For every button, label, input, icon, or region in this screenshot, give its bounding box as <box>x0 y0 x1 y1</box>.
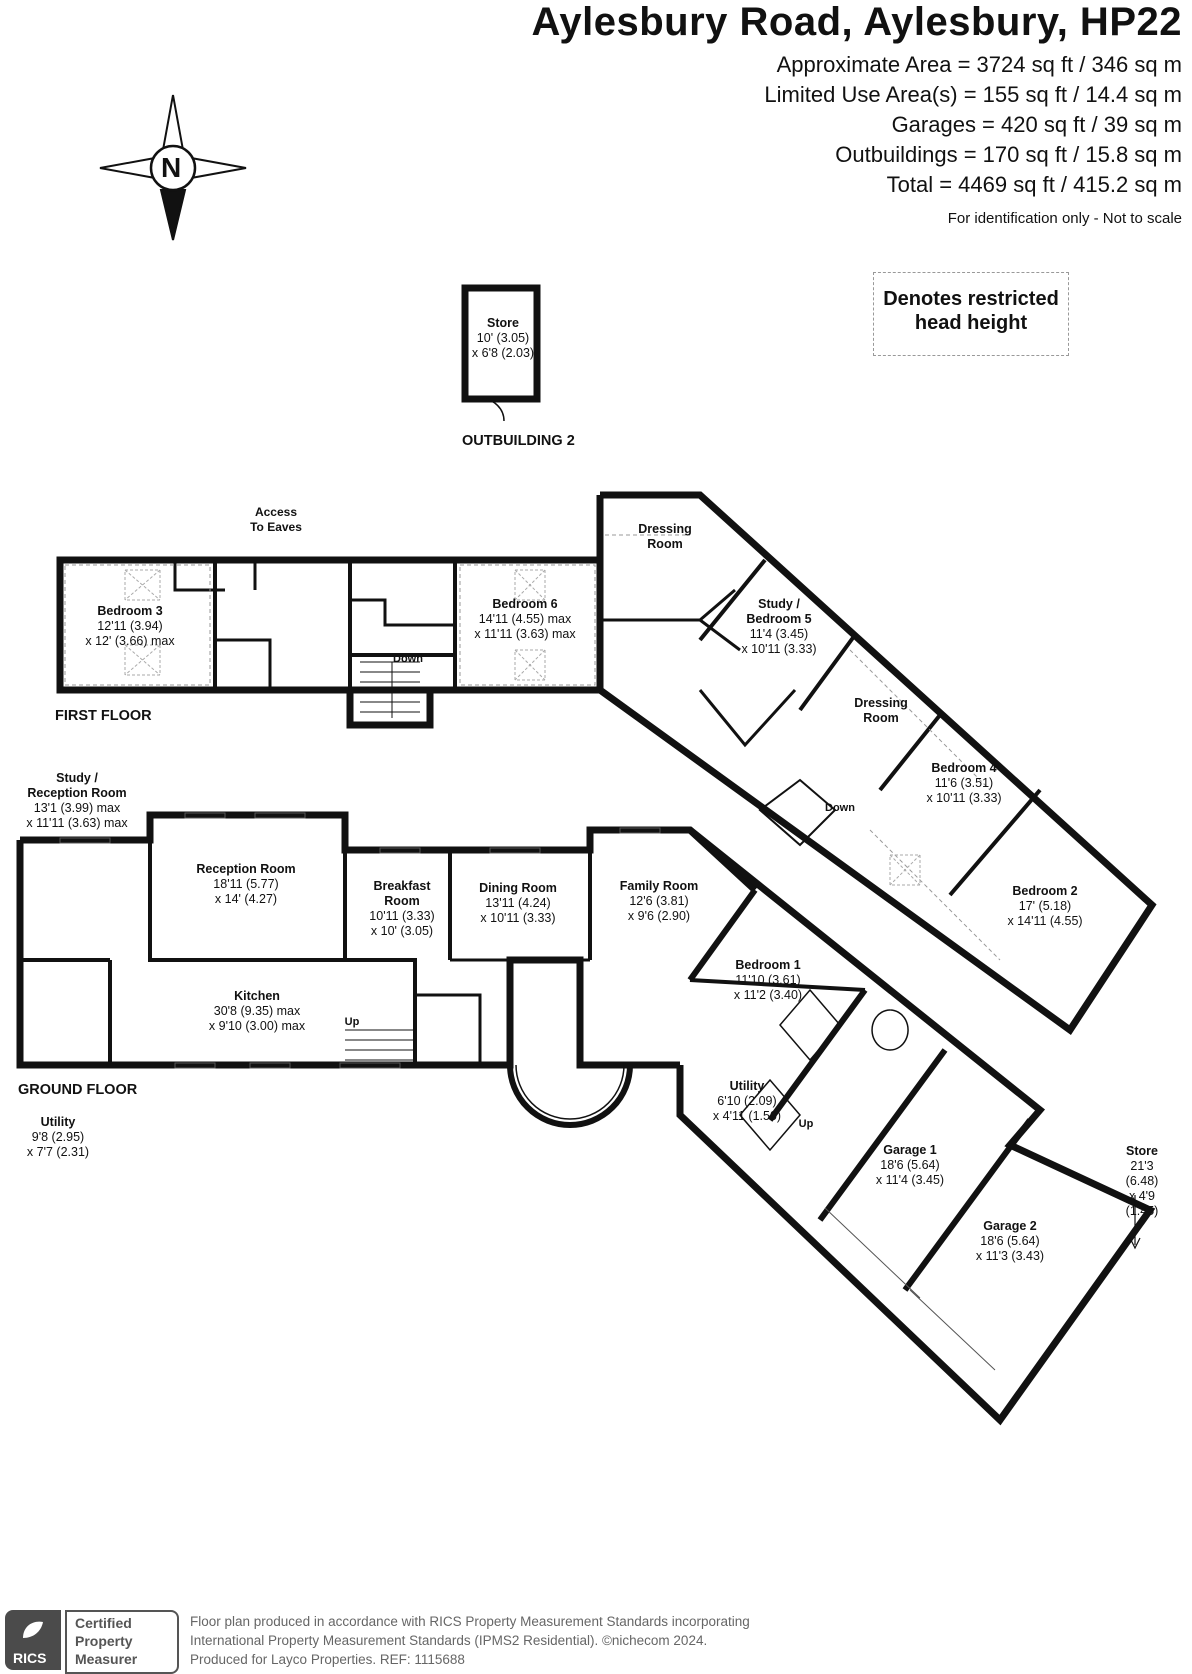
room-dims: 21'3 (6.48) x 4'9 (1.45) <box>1125 1159 1159 1218</box>
room-dims: 12'11 (3.94) x 12' (3.66) max <box>85 619 175 648</box>
ground-floor-plan <box>16 811 1156 1426</box>
stairs-down-label-2: Down <box>825 802 855 814</box>
room-dims: 10' (3.05) x 6'8 (2.03) <box>471 331 535 360</box>
stairs-up-label-2: Up <box>798 1118 814 1130</box>
floor-label-ground: GROUND FLOOR <box>18 1082 138 1098</box>
outbuilding-store <box>461 284 541 422</box>
room-label-utility-ground: Utility 9'8 (2.95) x 7'7 (2.31) <box>27 1115 89 1160</box>
room-label-garage-2: Garage 2 18'6 (5.64) x 11'3 (3.43) <box>976 1219 1044 1264</box>
room-label-family: Family Room 12'6 (3.81) x 9'6 (2.90) <box>620 879 699 924</box>
room-name: Store <box>487 316 519 330</box>
room-name: Bedroom 3 <box>97 604 163 618</box>
rics-badge-text: RICS <box>13 1650 47 1666</box>
floor-label-outbuilding: OUTBUILDING 2 <box>462 433 575 449</box>
rics-leaf-icon <box>23 1621 43 1638</box>
room-name: Bedroom 1 <box>735 958 801 972</box>
room-name: Utility <box>729 1079 765 1093</box>
room-name: Reception Room <box>196 862 296 876</box>
room-dims: 18'6 (5.64) x 11'4 (3.45) <box>875 1158 945 1187</box>
access-to-eaves-label: Access To Eaves <box>250 505 302 534</box>
room-label-study-reception: Study / Reception Room 13'1 (3.99) max x… <box>26 771 127 831</box>
room-label-study-bedroom-5: Study / Bedroom 5 11'4 (3.45) x 10'11 (3… <box>741 597 816 657</box>
room-name: Dressing Room <box>638 522 692 551</box>
stairs-up-label-1: Up <box>344 1016 360 1028</box>
rics-certified-logo: RICS Certified Property Measurer <box>5 1610 179 1674</box>
restricted-head-height-legend: Denotes restricted head height <box>873 272 1069 356</box>
room-label-garage-1: Garage 1 18'6 (5.64) x 11'4 (3.45) <box>876 1143 944 1188</box>
room-name: Bedroom 6 <box>492 597 558 611</box>
room-dims: 9'8 (2.95) x 7'7 (2.31) <box>26 1130 90 1159</box>
room-dims: 13'1 (3.99) max x 11'11 (3.63) max <box>26 801 128 830</box>
room-name: Garage 1 <box>883 1143 937 1157</box>
room-name: Study / Reception Room <box>27 771 127 800</box>
stairs-down-label-1: Down <box>393 653 423 665</box>
room-dims: 13'11 (4.24) x 10'11 (3.33) <box>480 896 556 925</box>
room-dims: 18'6 (5.64) x 11'3 (3.43) <box>975 1234 1045 1263</box>
room-name: Dining Room <box>479 881 557 895</box>
floor-label-first: FIRST FLOOR <box>55 708 152 724</box>
area-line-total: Total = 4469 sq ft / 415.2 sq m <box>886 172 1182 197</box>
room-dims: 17' (5.18) x 14'11 (4.55) <box>1007 899 1083 928</box>
room-name: Kitchen <box>234 989 280 1003</box>
room-dims: 11'10 (3.61) x 11'2 (3.40) <box>733 973 803 1002</box>
room-label-outbuilding-store: Store 10' (3.05) x 6'8 (2.03) <box>472 316 534 361</box>
compass-north-label: N <box>161 152 182 183</box>
page-title: Aylesbury Road, Aylesbury, HP22 <box>531 0 1182 44</box>
room-dims: 18'11 (5.77) x 14' (4.27) <box>213 877 279 906</box>
first-floor-plan <box>56 491 1157 1035</box>
footer-disclaimer: Floor plan produced in accordance with R… <box>190 1614 750 1667</box>
area-line-outbuildings: Outbuildings = 170 sq ft / 15.8 sq m <box>835 142 1182 167</box>
room-label-kitchen: Kitchen 30'8 (9.35) max x 9'10 (3.00) ma… <box>209 989 305 1034</box>
room-dims: 10'11 (3.33) x 10' (3.05) <box>369 909 435 938</box>
cert-line-3: Measurer <box>75 1651 138 1667</box>
room-dims: 6'10 (2.09) x 4'11 (1.50) <box>712 1094 782 1123</box>
cert-line-1: Certified <box>75 1615 132 1631</box>
room-label-bedroom-2: Bedroom 2 17' (5.18) x 14'11 (4.55) <box>1007 884 1082 929</box>
area-line-garages: Garages = 420 sq ft / 39 sq m <box>891 112 1182 137</box>
rics-badge: RICS <box>5 1610 61 1670</box>
room-label-dining: Dining Room 13'11 (4.24) x 10'11 (3.33) <box>479 881 557 926</box>
room-dims: 30'8 (9.35) max x 9'10 (3.00) max <box>208 1004 306 1033</box>
room-label-reception: Reception Room 18'11 (5.77) x 14' (4.27) <box>196 862 295 907</box>
legend-text: Denotes restricted head height <box>883 288 1059 334</box>
room-dims: 11'4 (3.45) x 10'11 (3.33) <box>741 627 817 656</box>
room-name: Utility <box>40 1115 76 1129</box>
room-name: Bedroom 2 <box>1012 884 1078 898</box>
room-name: Family Room <box>619 879 699 893</box>
room-dims: 11'6 (3.51) x 10'11 (3.33) <box>926 776 1002 805</box>
room-label-utility-2: Utility 6'10 (2.09) x 4'11 (1.50) <box>713 1079 781 1124</box>
room-name: Garage 2 <box>983 1219 1037 1233</box>
certified-measurer-box: Certified Property Measurer <box>65 1610 179 1674</box>
room-name: Breakfast Room <box>373 879 431 908</box>
room-name: Bedroom 4 <box>931 761 997 775</box>
area-line-limited: Limited Use Area(s) = 155 sq ft / 14.4 s… <box>764 82 1182 107</box>
room-name: Store <box>1126 1144 1158 1158</box>
cert-line-2: Property <box>75 1633 133 1649</box>
room-label-bedroom-3: Bedroom 3 12'11 (3.94) x 12' (3.66) max <box>85 604 174 649</box>
room-label-breakfast: Breakfast Room 10'11 (3.33) x 10' (3.05) <box>369 879 434 939</box>
scale-note: For identification only - Not to scale <box>947 210 1182 227</box>
room-dims: 14'11 (4.55) max x 11'11 (3.63) max <box>474 612 576 641</box>
compass-rose-icon <box>99 94 247 241</box>
area-line-approx: Approximate Area = 3724 sq ft / 346 sq m <box>776 52 1182 77</box>
room-label-store-ground: Store 21'3 (6.48) x 4'9 (1.45) <box>1117 1144 1167 1219</box>
room-name: Dressing Room <box>854 696 908 725</box>
room-label-dressing-room-2: Dressing Room <box>854 696 908 726</box>
room-name: Study / Bedroom 5 <box>746 597 812 626</box>
room-label-bedroom-4: Bedroom 4 11'6 (3.51) x 10'11 (3.33) <box>926 761 1001 806</box>
room-label-bedroom-1: Bedroom 1 11'10 (3.61) x 11'2 (3.40) <box>734 958 802 1003</box>
room-label-dressing-room-1: Dressing Room <box>638 522 692 552</box>
room-label-bedroom-6: Bedroom 6 14'11 (4.55) max x 11'11 (3.63… <box>474 597 575 642</box>
room-dims: 12'6 (3.81) x 9'6 (2.90) <box>627 894 691 923</box>
